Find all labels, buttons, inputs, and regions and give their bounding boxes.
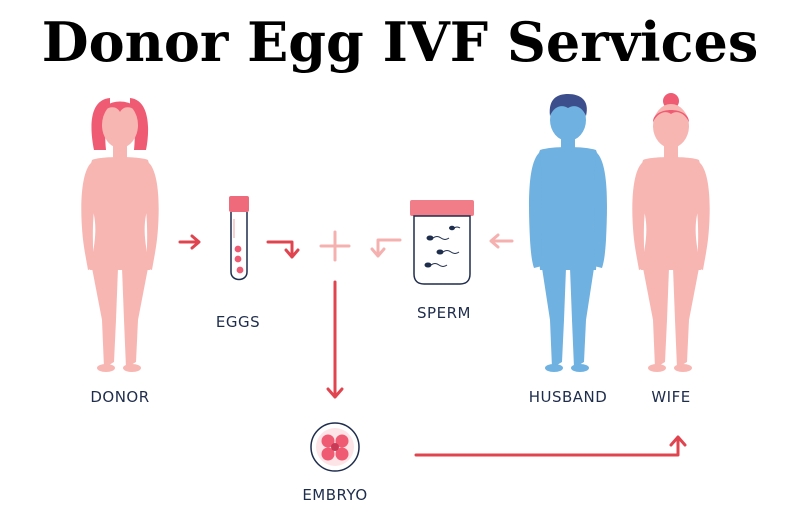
eggs-label: EGGS <box>216 313 260 331</box>
donor-label: DONOR <box>90 388 149 406</box>
plus-icon <box>319 230 351 262</box>
donor-figure <box>81 98 159 372</box>
husband-label: HUSBAND <box>529 388 608 406</box>
embryo-label: EMBRYO <box>302 486 367 504</box>
wife-figure <box>632 93 710 372</box>
arrow-eggs-to-plus <box>266 240 300 259</box>
embryo-icon <box>310 422 360 472</box>
arrow-embryo-to-wife <box>414 435 687 457</box>
arrow-husband-to-sperm <box>489 233 514 249</box>
sperm-label: SPERM <box>417 304 471 322</box>
sperm-cup-icon <box>410 200 474 285</box>
arrow-donor-to-eggs <box>178 234 201 250</box>
arrow-sperm-to-plus <box>370 238 402 258</box>
husband-figure <box>529 94 607 372</box>
eggs-tube-icon <box>229 196 249 281</box>
page-title: Donor Egg IVF Services <box>41 10 759 74</box>
wife-label: WIFE <box>651 388 690 406</box>
arrow-plus-to-embryo <box>326 280 344 399</box>
